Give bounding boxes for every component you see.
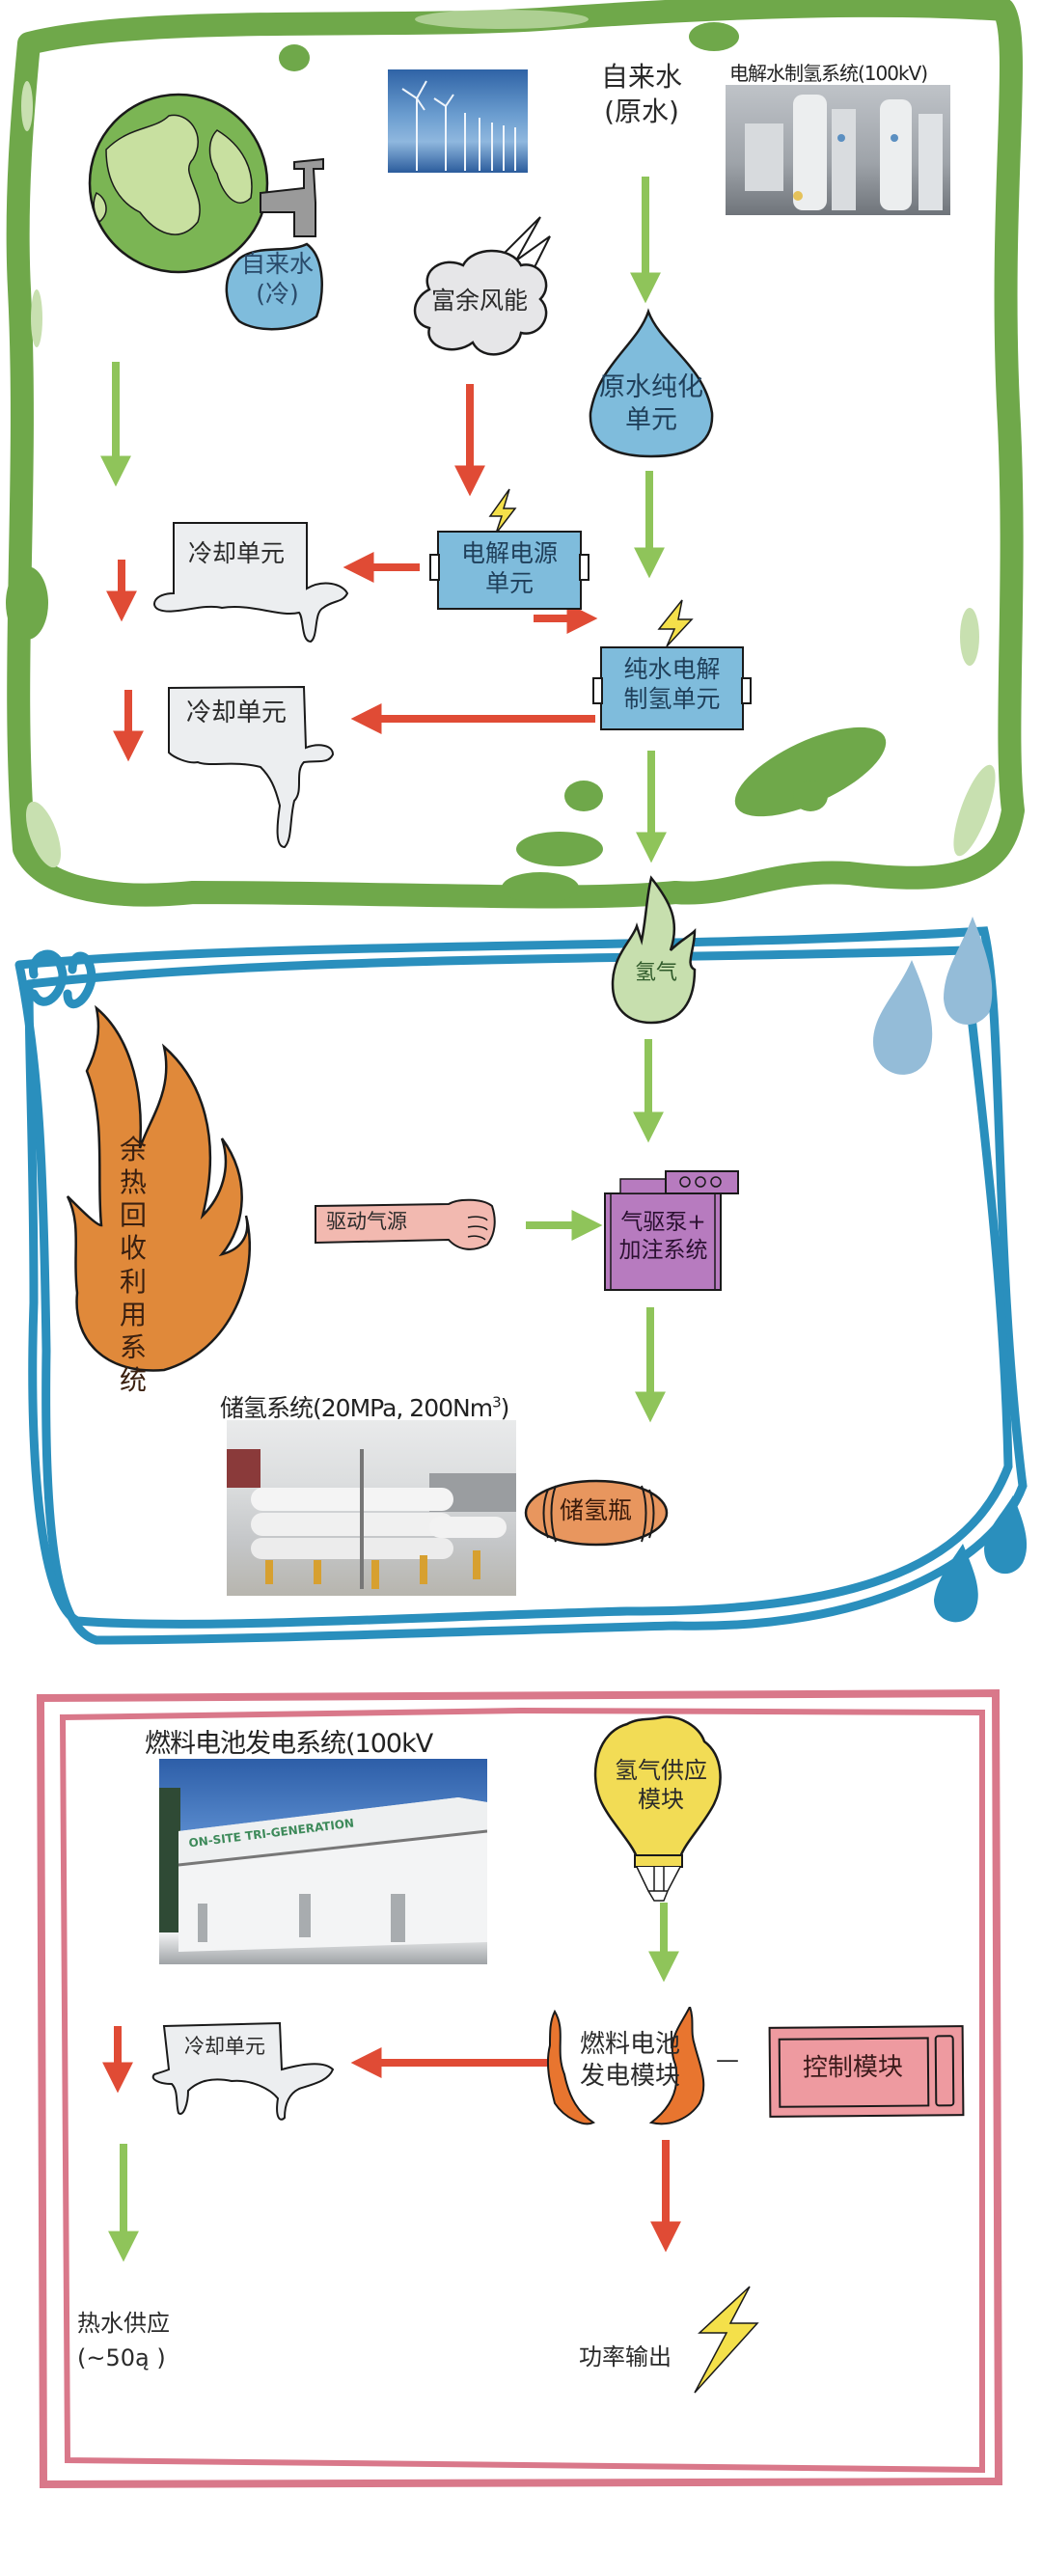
fc-photo-caption: 燃料电池发电系统(100kV [145,1729,433,1759]
electrolysis-system-photo [726,85,950,215]
surplus-wind-label: 富余风能 [430,287,528,315]
fc-module-line1: 燃料电池 [579,2030,680,2059]
drive-gas-label: 驱动气源 [326,1210,407,1233]
electrolyzer-line2: 制氢单元 [623,685,721,714]
control-knobs-icon [934,2035,955,2107]
storage-photo-caption: 储氢系统(20MPa, 200Nm3) [220,1389,510,1424]
green-slime-frame [6,0,1025,909]
balloon-icon [593,1715,722,1902]
power-output-label: 功率输出 [579,2343,672,2370]
tap-water-cold-line1: 自来水 [240,250,314,278]
capsule-icon [524,1479,669,1547]
machine-icon [604,1170,739,1291]
power-unit-line1: 电解电源 [460,539,558,567]
fc-control-connector: — [716,2046,739,2073]
electrolysis-photo-caption: 电解水制氢系统(100kV) [729,62,928,85]
h2-supply-label: 氢气供应 模块 [598,1756,724,1814]
battery-terminal [579,554,590,581]
fuel-cell-flame-icon [546,2007,705,2125]
pink-double-frame [36,1688,1003,2489]
control-module-box: 控制模块 [768,2025,965,2118]
pump-label: 气驱泵+ 加注系统 [608,1209,719,1265]
pump-line1: 气驱泵+ [620,1210,706,1235]
cooling-unit-2-label: 冷却单元 [185,699,287,727]
fuel-cell-system-photo: ON-SITE TRI-GENERATION [159,1759,487,1964]
wind-turbines-photo [388,69,528,173]
hydrogen-storage-photo [227,1420,516,1596]
blue-rope-frame [14,926,1028,1645]
purification-label: 原水纯化 单元 [584,371,719,437]
purification-line2: 单元 [625,404,677,435]
waste-heat-flame-icon [66,1004,251,1372]
electrolyzer-tanks-icon [745,95,943,210]
electrolyzer-line1: 纯水电解 [623,655,721,683]
battery-terminal [429,554,440,581]
cloud-icon [413,216,551,356]
tap-water-cold-line2: (冷) [256,280,299,309]
storage-caption-main: 储氢系统(20MPa, 200Nm [220,1394,493,1422]
fist-icon [315,1198,496,1250]
melting-box-icon [153,522,349,644]
power-unit-box: 电解电源 单元 [429,531,590,610]
h2-supply-line1: 氢气供应 [615,1757,707,1784]
water-drop-icon [589,308,714,458]
lightning-bolt-icon [488,488,517,534]
melting-box-icon [151,2021,335,2121]
control-module-label: 控制模块 [802,2052,904,2083]
pump-line2: 加注系统 [618,1237,708,1263]
storage-tanks-icon [227,1449,516,1589]
cooling-unit-3-label: 冷却单元 [184,2035,265,2058]
lightning-bolt-icon [657,599,694,647]
storage-caption-sup: 3 [492,1393,501,1411]
storage-caption-end: ) [500,1394,510,1422]
battery-terminal [592,677,603,704]
hot-water-label: 热水供应 (~50ą ) [77,2306,170,2375]
bottle-label: 储氢瓶 [559,1496,632,1524]
hydrogen-gas-label: 氢气 [634,961,677,985]
wind-turbine-icon [401,80,516,171]
fc-container-icon [159,1788,487,1952]
water-drops [873,917,1028,1623]
lightning-bolt-icon [694,2286,759,2394]
water-puddle-icon [225,242,323,331]
fc-module-label: 燃料电池 发电模块 [567,2029,693,2092]
raw-water-line2: (原水) [604,96,679,128]
tap-water-cold-label: 自来水 (冷) [232,249,323,310]
power-unit-line2: 单元 [484,569,534,598]
hot-water-line1: 热水供应 [77,2310,170,2337]
waste-heat-label: 余热回收利用系统 [119,1134,147,1397]
electrolyzer-box: 纯水电解 制氢单元 [592,646,752,730]
hot-water-line2: (~50ą ) [77,2344,166,2371]
melting-box-icon [168,685,335,849]
cooling-unit-1-label: 冷却单元 [187,539,285,567]
battery-terminal [741,677,752,704]
raw-water-label: 自来水 (原水) [589,60,695,130]
purification-line1: 原水纯化 [599,372,703,402]
hydrogen-flame-icon [611,875,697,1025]
h2-supply-line2: 模块 [638,1786,684,1813]
globe-faucet-icon [88,93,324,274]
fc-module-line2: 发电模块 [579,2061,680,2091]
raw-water-line1: 自来水 [600,61,682,93]
